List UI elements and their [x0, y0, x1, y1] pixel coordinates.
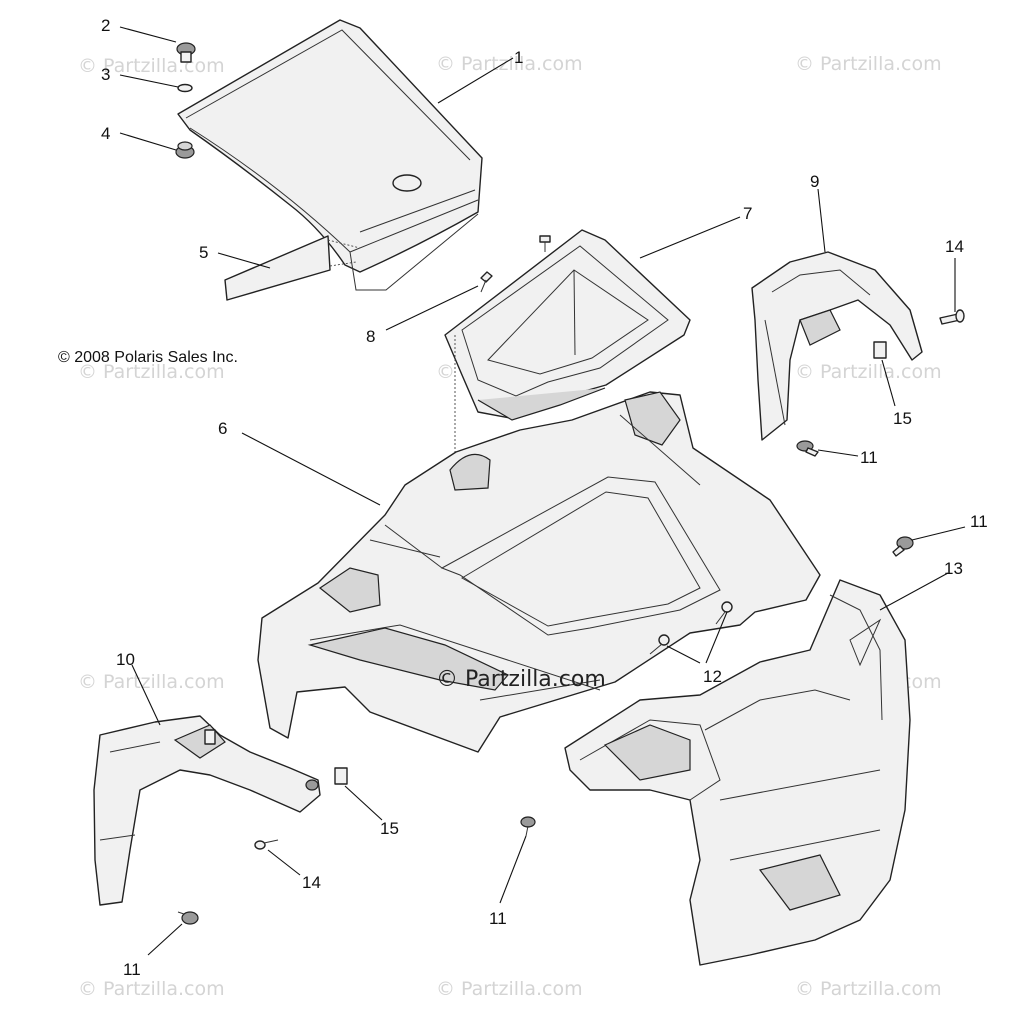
callout-number: 14 [945, 237, 964, 256]
right-fender [751, 251, 923, 441]
callout-number: 13 [944, 559, 963, 578]
callout-number: 11 [489, 909, 507, 928]
callout-number: 2 [101, 16, 110, 35]
watermark: © Partzilla.com [78, 55, 225, 77]
left-fender [93, 715, 321, 906]
callout-number: 5 [199, 243, 208, 262]
callout-number: 15 [893, 409, 912, 428]
storage-lid [177, 19, 483, 291]
bolt [254, 839, 279, 850]
callout-number: 6 [218, 419, 227, 438]
clip [873, 341, 887, 359]
push-rivet [796, 440, 819, 457]
push-rivet [892, 536, 914, 557]
screw [480, 271, 493, 293]
front-bezel [564, 579, 911, 966]
watermark: © Partzilla.com [436, 53, 583, 75]
watermark: © Partzilla.com [78, 361, 225, 383]
washer [177, 83, 193, 93]
callout-number: 11 [860, 448, 878, 467]
lid-knob [176, 42, 196, 63]
callout-number: 11 [123, 960, 141, 979]
watermark: © Partzilla.com [78, 671, 225, 693]
callout-number: 8 [366, 327, 375, 346]
grommet [175, 141, 195, 159]
watermark: © Partzilla.com [436, 978, 583, 1000]
watermark: © Partzilla.com [795, 361, 942, 383]
callout-number: 3 [101, 65, 110, 84]
hood [257, 391, 821, 753]
callout-number: 4 [101, 124, 110, 143]
callout-number: 15 [380, 819, 399, 838]
callout-number: 1 [514, 48, 523, 67]
callout-number: 9 [810, 172, 819, 191]
watermark: © Partzilla.com [78, 978, 225, 1000]
watermark: © Partzilla.com [795, 53, 942, 75]
screw [539, 235, 551, 252]
decal [224, 235, 361, 301]
storage-tray [444, 229, 691, 421]
copyright-notice: © 2008 Polaris Sales Inc. [58, 349, 238, 366]
leader-lines [119, 26, 966, 956]
callout-number: 12 [703, 667, 722, 686]
bolt [939, 309, 965, 325]
callout-number: 7 [743, 204, 752, 223]
callout-number: 14 [302, 873, 321, 892]
callout-number: 10 [116, 650, 135, 669]
push-rivet [177, 911, 199, 925]
center-watermark: © Partzilla.com [436, 667, 606, 692]
callout-number: 11 [970, 512, 988, 531]
clip [334, 767, 348, 785]
screw [649, 634, 670, 655]
push-rivet [520, 816, 536, 837]
callouts: 1 2 3 4 5 6 7 8 9 10 11 11 11 11 12 13 1… [101, 16, 988, 979]
watermark: © Partzilla.com [795, 978, 942, 1000]
